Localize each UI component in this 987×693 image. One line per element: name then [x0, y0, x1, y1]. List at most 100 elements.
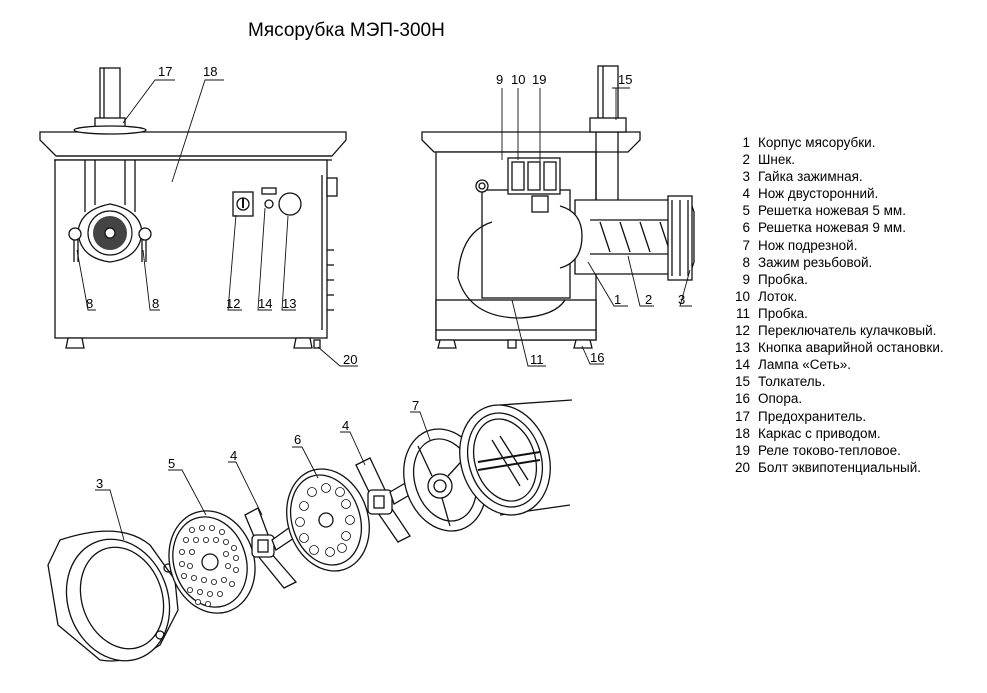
side-pusher [597, 65, 619, 123]
side-view [421, 65, 695, 367]
legend-number: 11 [735, 305, 750, 321]
legend-item: 6 Решетка ножевая 9 мм. [730, 219, 944, 236]
legend-text: Зажим резьбовой. [758, 254, 873, 270]
legend-text: Толкатель. [758, 374, 826, 390]
legend-text: Решетка ножевая 5 мм. [758, 203, 906, 219]
callout-side-2: 2 [645, 292, 652, 307]
legend-text: Реле токово-тепловое. [758, 442, 901, 458]
legend-number: 5 [742, 203, 750, 219]
exploded-grate-5 [168, 510, 256, 614]
legend-item: 4 Нож двусторонний. [730, 185, 944, 202]
legend-text: Нож двусторонний. [758, 186, 879, 202]
legend-number: 18 [734, 425, 750, 441]
button-13 [278, 192, 302, 216]
legend-number: 6 [742, 220, 750, 236]
front-view [39, 67, 358, 367]
legend-item: 8 Зажим резьбовой. [730, 254, 944, 271]
callout-side-10: 10 [511, 72, 525, 87]
legend-item: 20 Болт эквипотенциальный. [730, 459, 944, 476]
exploded-view [47, 399, 573, 662]
legend-text: Предохранитель. [758, 408, 867, 424]
legend-text: Пробка. [758, 305, 808, 321]
legend-text: Каркас с приводом. [758, 425, 881, 441]
callout-front-8b: 8 [152, 296, 159, 311]
legend-number: 9 [742, 271, 750, 287]
legend-text: Гайка зажимная. [758, 169, 863, 185]
callout-side-15: 15 [618, 72, 632, 87]
diagram-title: Мясорубка МЭП-300Н [248, 20, 445, 41]
legend-item: 11 Пробка. [730, 305, 944, 322]
legend-text: Кнопка аварийной остановки. [758, 340, 944, 356]
legend-text: Шнек. [758, 152, 795, 168]
legend-item: 16 Опора. [730, 390, 944, 407]
legend-text: Корпус мясорубки. [758, 135, 876, 150]
exploded-nut-3 [47, 530, 179, 662]
legend-item: 19 Реле токово-тепловое. [730, 442, 944, 459]
side-motor [481, 189, 571, 299]
legend-number: 12 [734, 323, 750, 339]
exploded-grate-6 [286, 468, 370, 572]
callout-front-8a: 8 [86, 296, 93, 311]
legend-item: 7 Нож подрезной. [730, 237, 944, 254]
callout-front-14: 14 [258, 296, 272, 311]
legend-number: 10 [734, 288, 750, 304]
callout-side-1: 1 [614, 292, 621, 307]
callout-exploded-4b: 4 [342, 418, 349, 433]
callout-front-20: 20 [343, 352, 357, 367]
legend-text: Решетка ножевая 9 мм. [758, 220, 906, 236]
callout-exploded-3: 3 [96, 476, 103, 491]
legend-number: 13 [734, 340, 750, 356]
legend-number: 3 [742, 169, 750, 185]
legend-item: 18 Каркас с приводом. [730, 425, 944, 442]
legend-text: Нож подрезной. [758, 237, 858, 253]
legend-item: 10 Лоток. [730, 288, 944, 305]
callout-front-13: 13 [282, 296, 296, 311]
lamp-14 [264, 199, 274, 209]
callout-side-16: 16 [590, 350, 604, 365]
callout-front-17: 17 [158, 64, 172, 79]
legend-item: 13 Кнопка аварийной остановки. [730, 339, 944, 356]
callout-side-3: 3 [678, 292, 685, 307]
callout-exploded-4a: 4 [230, 448, 237, 463]
legend-number: 1 [742, 135, 750, 150]
legend-text: Лампа «Сеть». [758, 357, 852, 373]
legend-item: 3 Гайка зажимная. [730, 168, 944, 185]
legend-number: 4 [742, 186, 750, 202]
legend-number: 17 [734, 408, 750, 424]
exploded-knife-4a [244, 507, 307, 589]
legend-number: 7 [742, 237, 750, 253]
legend-text: Болт эквипотенциальный. [758, 459, 922, 475]
callout-front-18: 18 [203, 64, 217, 79]
legend-item: 1 Корпус мясорубки. [730, 134, 944, 151]
legend-text: Пробка. [758, 271, 808, 287]
legend-number: 19 [734, 442, 750, 458]
legend-text: Переключатель кулачковый. [758, 323, 937, 339]
legend-number: 15 [734, 374, 750, 390]
legend-item: 15 Толкатель. [730, 373, 944, 390]
front-tray [39, 131, 347, 157]
legend-number: 8 [742, 254, 750, 270]
legend-number: 14 [734, 357, 750, 373]
callout-side-9: 9 [496, 72, 503, 87]
front-pusher [99, 67, 121, 127]
legend-item: 14 Лампа «Сеть». [730, 356, 944, 373]
callout-exploded-7: 7 [412, 398, 419, 413]
legend-text: Опора. [758, 391, 803, 407]
exploded-housing [459, 399, 573, 516]
legend-item: 5 Решетка ножевая 5 мм. [730, 202, 944, 219]
legend-number: 20 [734, 459, 750, 475]
callout-front-12: 12 [226, 296, 240, 311]
legend-item: 2 Шнек. [730, 151, 944, 168]
legend-item: 12 Переключатель кулачковый. [730, 322, 944, 339]
callout-side-11: 11 [530, 352, 544, 367]
callout-exploded-6: 6 [294, 432, 301, 447]
callout-numbers: 17 18 8 8 12 14 13 20 9 10 19 15 1 2 3 1… [86, 64, 685, 491]
legend-text: Лоток. [758, 288, 798, 304]
legend-item: 9 Пробка. [730, 271, 944, 288]
callout-side-19: 19 [532, 72, 546, 87]
legend-number: 16 [734, 391, 750, 407]
parts-legend: 1 Корпус мясорубки. 2 Шнек. 3 Гайка зажимная.… [730, 134, 944, 476]
legend-number: 2 [742, 152, 750, 168]
callout-exploded-5: 5 [168, 456, 175, 471]
